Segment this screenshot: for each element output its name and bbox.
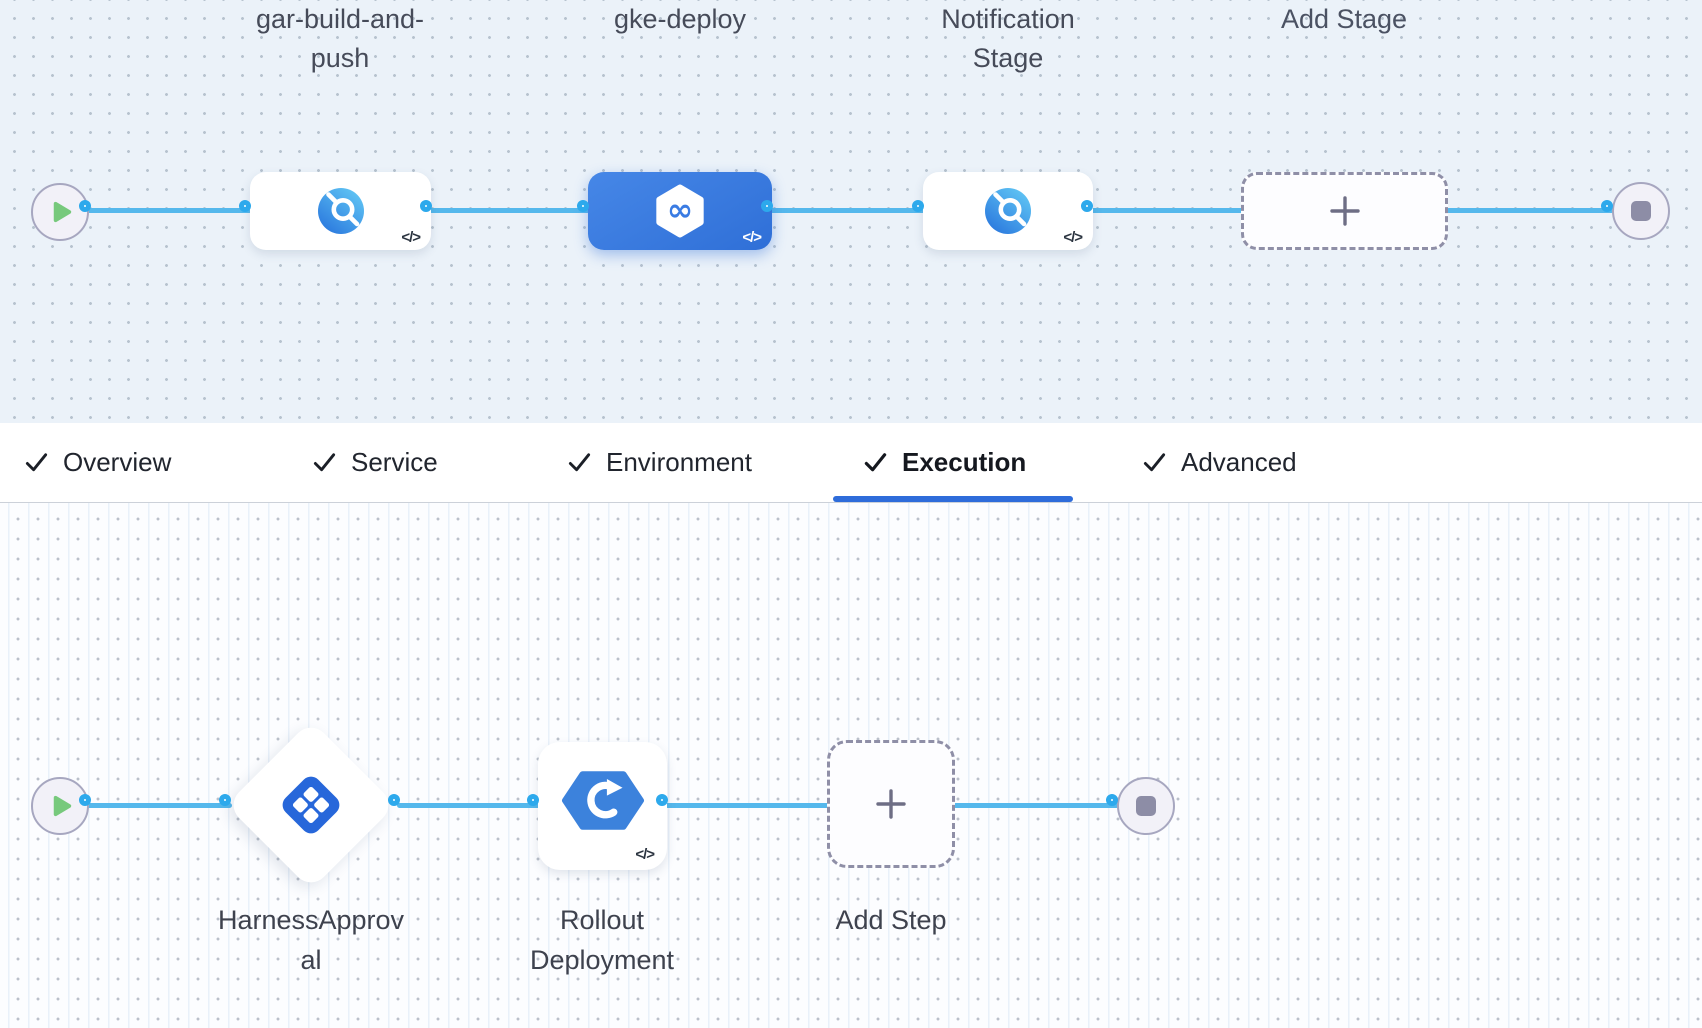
active-tab-underline bbox=[833, 496, 1073, 502]
port[interactable] bbox=[239, 200, 251, 212]
edge-addstage-to-end bbox=[1446, 208, 1614, 213]
code-toggle-icon: </> bbox=[1063, 229, 1083, 246]
edge-stage3-to-addstage bbox=[1090, 208, 1243, 213]
port[interactable] bbox=[1106, 794, 1118, 806]
stage-label: gar-build-and-push bbox=[255, 4, 425, 73]
edge-start-to-approval bbox=[80, 803, 232, 808]
add-stage-label: Add Stage bbox=[1280, 4, 1408, 34]
stage-card-gar-build-and-push[interactable]: </> bbox=[250, 172, 431, 250]
tab-environment[interactable]: Environment bbox=[567, 423, 752, 502]
tab-advanced[interactable]: Advanced bbox=[1142, 423, 1297, 502]
stage-pipeline-canvas[interactable]: </> ∞ </> </> bbox=[0, 0, 1702, 423]
code-toggle-icon: </> bbox=[401, 229, 421, 246]
stage-card-notification-stage[interactable]: </> bbox=[923, 172, 1093, 250]
check-icon bbox=[1142, 450, 1167, 475]
port[interactable] bbox=[761, 200, 773, 212]
tab-label: Advanced bbox=[1181, 447, 1297, 477]
play-icon bbox=[51, 200, 73, 224]
approval-diamond-icon bbox=[278, 772, 344, 838]
check-icon bbox=[567, 450, 592, 475]
port[interactable] bbox=[1601, 200, 1613, 212]
tab-label: Environment bbox=[606, 447, 752, 477]
port[interactable] bbox=[527, 794, 539, 806]
custom-circle-icon bbox=[985, 188, 1031, 234]
tab-service[interactable]: Service bbox=[312, 423, 438, 502]
execution-start-node bbox=[31, 777, 89, 835]
add-step-label: Add Step bbox=[835, 905, 947, 935]
tab-execution[interactable]: Execution bbox=[863, 423, 1026, 502]
port[interactable] bbox=[219, 794, 231, 806]
stop-icon bbox=[1136, 796, 1156, 816]
stage-card-gke-deploy[interactable]: ∞ </> bbox=[588, 172, 772, 250]
tab-overview[interactable]: Overview bbox=[24, 423, 171, 502]
add-step-button[interactable] bbox=[827, 740, 955, 868]
pipeline-end-node bbox=[1612, 182, 1670, 240]
edge-approval-to-rollout bbox=[397, 803, 540, 808]
tab-label: Service bbox=[351, 447, 438, 477]
edge-rollout-to-addstep bbox=[665, 803, 829, 808]
port[interactable] bbox=[577, 200, 589, 212]
edge-stage1-to-stage2 bbox=[429, 208, 590, 213]
code-toggle-icon: </> bbox=[635, 846, 655, 863]
edge-addstep-to-end bbox=[953, 803, 1119, 808]
port[interactable] bbox=[656, 794, 668, 806]
ci-circle-icon bbox=[317, 188, 364, 234]
step-card-rollout-deployment[interactable]: </> bbox=[538, 742, 667, 870]
port[interactable] bbox=[1081, 200, 1093, 212]
edge-stage2-to-stage3 bbox=[770, 208, 925, 213]
stage-label: Notification Stage bbox=[941, 4, 1075, 73]
play-icon bbox=[51, 794, 73, 818]
port[interactable] bbox=[420, 200, 432, 212]
execution-end-node bbox=[1117, 777, 1175, 835]
cd-hexagon-infinity-icon: ∞ bbox=[654, 183, 706, 239]
check-icon bbox=[863, 450, 888, 475]
port[interactable] bbox=[912, 200, 924, 212]
check-icon bbox=[312, 450, 337, 475]
step-label: HarnessApproval bbox=[217, 905, 405, 975]
edge-start-to-stage1 bbox=[80, 208, 252, 213]
check-icon bbox=[24, 450, 49, 475]
stop-icon bbox=[1631, 201, 1651, 221]
plus-icon bbox=[874, 787, 908, 821]
tab-label: Execution bbox=[902, 447, 1027, 477]
stage-label: gke-deploy bbox=[613, 4, 747, 34]
plus-icon bbox=[1328, 194, 1362, 228]
port[interactable] bbox=[388, 794, 400, 806]
add-stage-button[interactable] bbox=[1241, 172, 1448, 250]
step-label: Rollout Deployment bbox=[529, 905, 675, 975]
port[interactable] bbox=[79, 794, 91, 806]
pipeline-start-node bbox=[31, 183, 89, 241]
stage-config-tabbar: Overview Service Environment Execution A… bbox=[0, 423, 1702, 503]
tab-label: Overview bbox=[63, 447, 172, 477]
port[interactable] bbox=[79, 200, 91, 212]
code-toggle-icon: </> bbox=[742, 229, 762, 246]
k8s-rollout-hexagon-icon bbox=[561, 770, 645, 831]
svg-text:∞: ∞ bbox=[667, 192, 693, 228]
step-card-harness-approval[interactable] bbox=[226, 720, 396, 890]
execution-steps-canvas[interactable]: </> HarnessApproval Rollout Deployment A… bbox=[0, 503, 1702, 1028]
